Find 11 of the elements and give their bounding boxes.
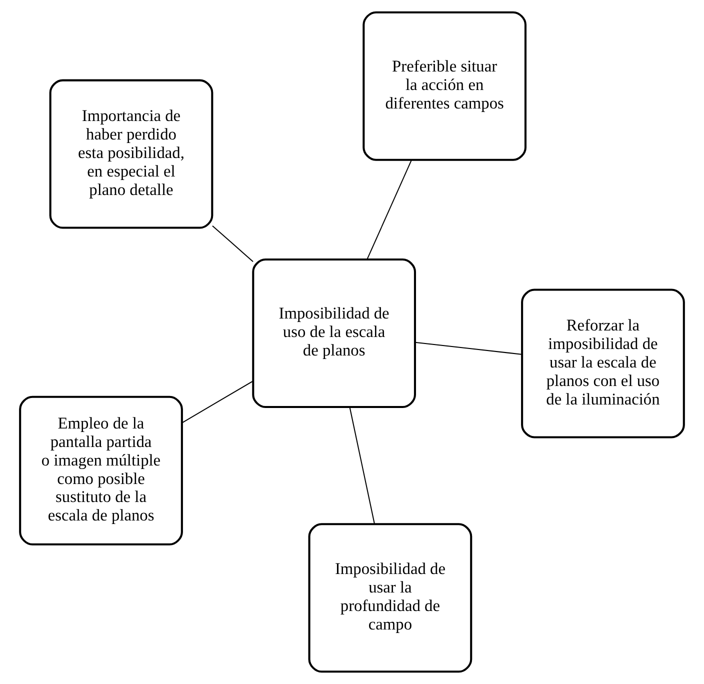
node-box: Preferible situar la acción en diferentes campos bbox=[362, 11, 527, 161]
connector bbox=[366, 160, 412, 260]
node-box: Empleo de la pantalla partida o imagen múltiple como posible sustituto de la escala de planos bbox=[19, 396, 183, 546]
connector bbox=[212, 225, 254, 262]
connector bbox=[415, 342, 522, 355]
connector bbox=[349, 407, 375, 524]
node-box: Importancia de haber perdido esta posibilidad, en especial el plano detalle bbox=[49, 79, 214, 229]
node-box: Imposibilidad de uso de la escala de planos bbox=[252, 258, 416, 408]
node-box: Imposibilidad de usar la profundidad de campo bbox=[308, 523, 472, 673]
node-box: Reforzar la imposibilidad de usar la escala de planos con el uso de la iluminación bbox=[521, 288, 685, 438]
connector bbox=[182, 380, 254, 424]
